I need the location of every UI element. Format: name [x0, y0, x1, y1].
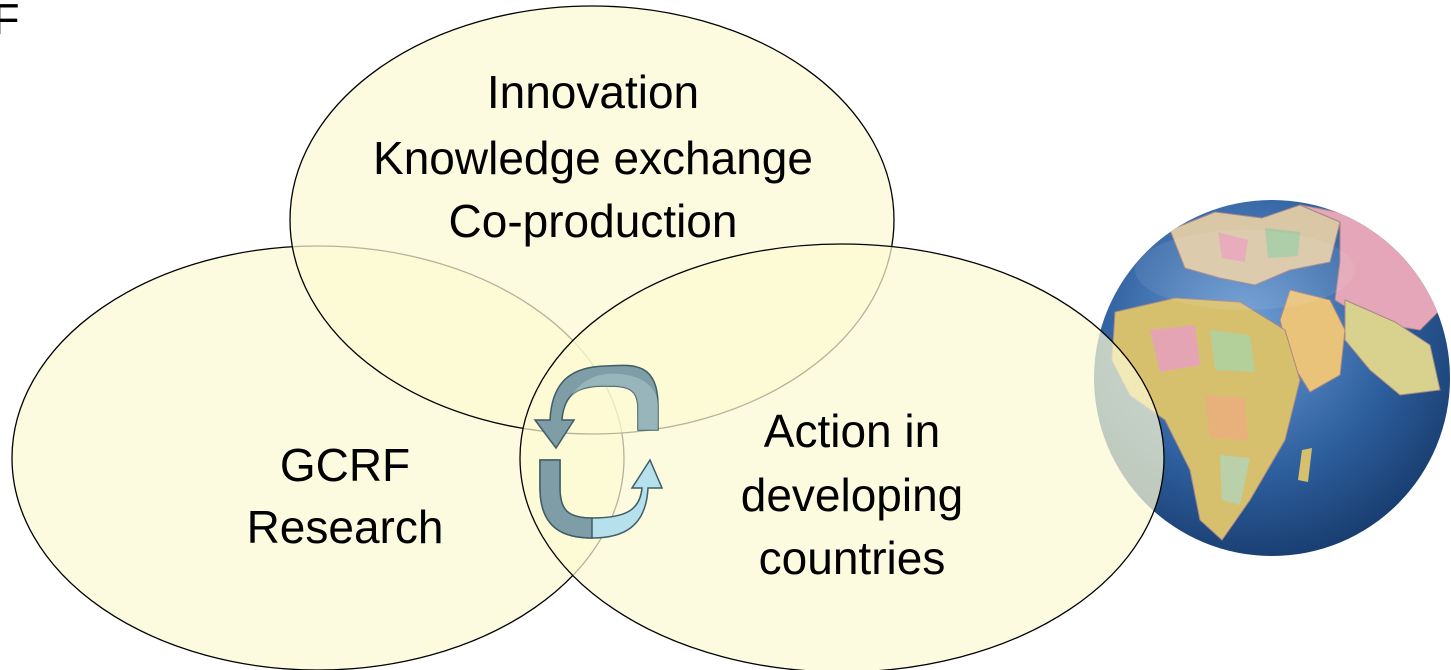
right-label-line-1: Action in: [764, 405, 940, 457]
top-label-line-2: Knowledge exchange: [373, 132, 813, 184]
globe-icon: [1094, 200, 1450, 556]
circular-arrows-icon: [533, 364, 664, 539]
top-label-line-3: Co-production: [449, 195, 738, 247]
right-label-line-3: countries: [759, 532, 946, 584]
corner-letter: F: [0, 0, 19, 44]
left-label-line-2: Research: [247, 501, 444, 553]
top-label-line-1: Innovation: [487, 66, 699, 118]
left-label-line-1: GCRF: [280, 439, 410, 491]
right-ellipse: [519, 243, 1165, 670]
right-label-line-2: developing: [741, 469, 964, 521]
